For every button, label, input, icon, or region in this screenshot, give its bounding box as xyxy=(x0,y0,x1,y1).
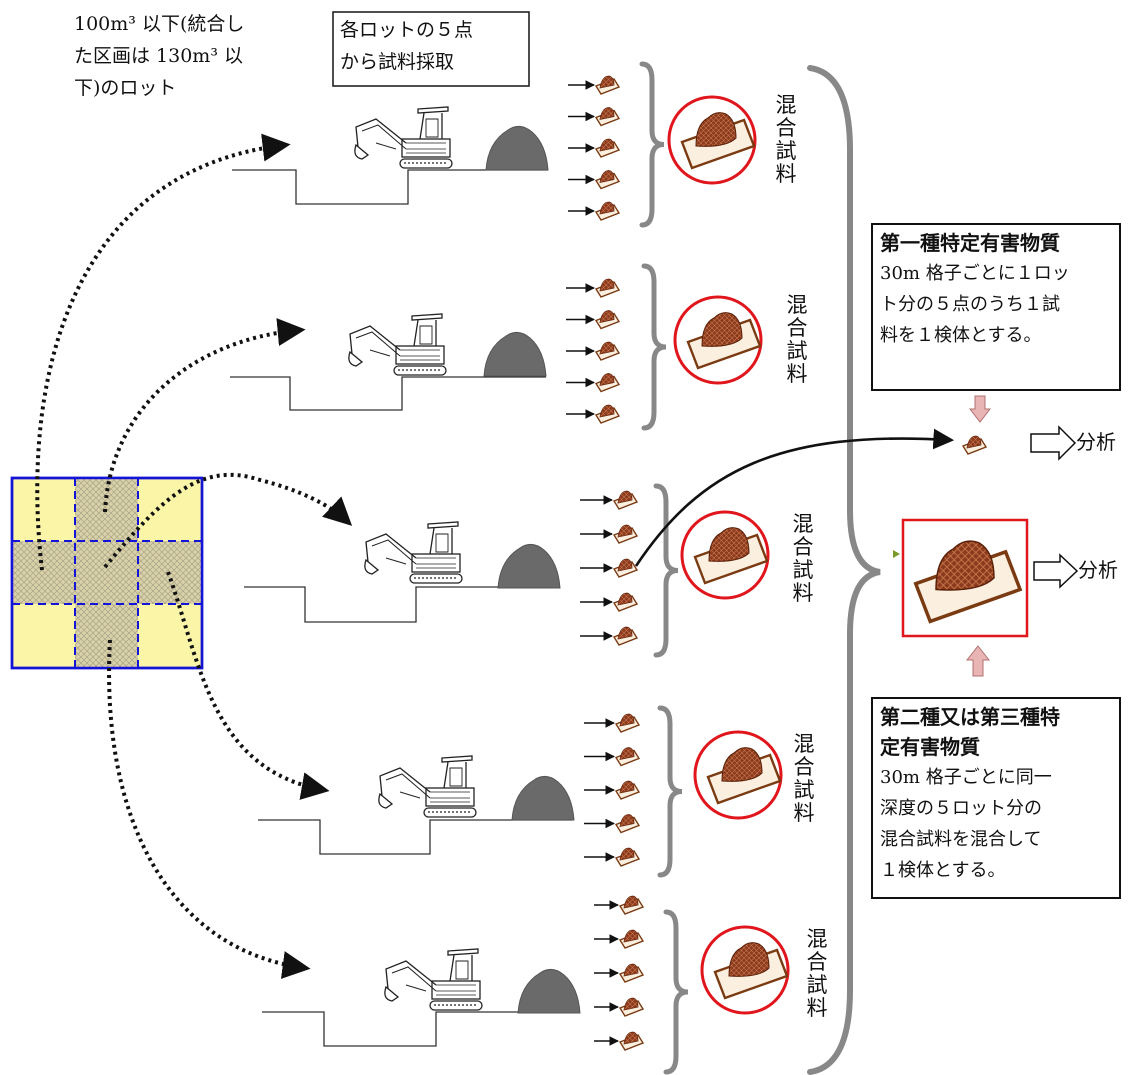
excavator-icon xyxy=(384,948,483,1011)
sample-groups xyxy=(566,61,689,1075)
lot-size-note: 100m³ 以下(統合し た区画は 130m³ 以 下)のロット xyxy=(74,13,245,99)
excavation-profile xyxy=(258,819,572,855)
soil-sample-icon xyxy=(619,895,644,915)
lot-3 xyxy=(244,521,561,623)
soil-sample-icon xyxy=(595,278,620,298)
soil-sample-icon xyxy=(613,592,638,612)
excavation-profile xyxy=(232,169,548,205)
soil-sample-icon xyxy=(595,169,620,190)
soil-sample-icon xyxy=(615,847,640,867)
soil-sample-icon xyxy=(615,713,640,733)
grid-30m xyxy=(10,476,204,670)
soil-sample-icon xyxy=(615,780,640,800)
hollow-arrow-icon xyxy=(1030,425,1077,461)
hollow-arrow-icon xyxy=(1033,553,1079,589)
single-sample-arrow xyxy=(634,428,955,567)
soil-sample-icon xyxy=(619,963,644,983)
soil-sample-icon xyxy=(613,490,638,510)
sampling-note: 各ロットの５点 から試料採取 xyxy=(340,19,474,73)
soil-sample-icon xyxy=(613,626,638,646)
soil-sample-icon xyxy=(619,1031,644,1051)
mixed-sample-label: 混合試料 xyxy=(792,513,814,605)
sampling-note-box xyxy=(332,11,530,87)
combine-brace xyxy=(807,65,881,1075)
lot-arrows xyxy=(35,133,353,979)
first-class-body: 30m 格子ごとに１ロッ ト分の５点のうち１試 料を１検体とする。 xyxy=(880,263,1070,346)
mixed-sample-label: 混合試料 xyxy=(806,928,828,1020)
sample-brace xyxy=(657,705,683,878)
soil-sample-icon xyxy=(615,813,640,834)
first-class-box xyxy=(871,223,1121,391)
soil-sample-icon xyxy=(962,435,987,455)
soil-sample-icon xyxy=(595,201,620,221)
second-class-body: 30m 格子ごとに同一 深度の５ロット分の 混合試料を混合して １検体とする。 xyxy=(880,767,1052,881)
sample-brace xyxy=(653,483,679,658)
lot-4 xyxy=(258,755,575,855)
soil-pile-icon xyxy=(497,543,561,589)
sample-brace xyxy=(641,263,667,431)
soil-sample-icon xyxy=(619,997,644,1017)
soil-sample-icon xyxy=(595,372,620,393)
soil-sample-icon xyxy=(595,106,620,127)
soil-sample-icon xyxy=(595,75,620,95)
excavation-profile xyxy=(262,1011,580,1047)
excavation-profile xyxy=(244,586,558,623)
mixed-sample-label: 混合試料 xyxy=(793,733,815,825)
excavation-profile xyxy=(230,376,546,411)
lot-2 xyxy=(230,313,547,411)
soil-sample-icon xyxy=(595,138,620,158)
excavator-icon xyxy=(348,313,447,376)
first-class-title: 第一種特定有害物質 xyxy=(880,231,1060,255)
up-arrow-icon xyxy=(965,645,991,677)
second-class-title: 第二種又は第三種特 定有害物質 xyxy=(880,705,1060,759)
excavator-icon xyxy=(378,755,477,818)
soil-sample-icon xyxy=(613,524,638,544)
soil-pile-icon xyxy=(485,125,549,171)
soil-sample-icon xyxy=(613,558,638,578)
sample-brace xyxy=(663,909,689,1075)
soil-pile-icon xyxy=(483,331,547,377)
excavator-icon xyxy=(364,521,463,584)
analysis-label-2: 分析 xyxy=(1078,558,1118,582)
lot-5 xyxy=(262,948,581,1047)
sample-brace xyxy=(639,61,665,228)
soil-sample-icon xyxy=(619,929,644,949)
soil-pile-icon xyxy=(511,775,575,821)
soil-pile-icon xyxy=(517,968,581,1014)
down-arrow-icon xyxy=(968,395,992,423)
soil-sample-icon xyxy=(595,404,620,424)
soil-sample-icon xyxy=(595,309,620,330)
soil-sample-icon xyxy=(615,746,640,767)
analysis-label-1: 分析 xyxy=(1076,430,1116,454)
second-class-box xyxy=(871,697,1121,899)
lot-1 xyxy=(232,106,549,205)
excavator-icon xyxy=(354,106,453,169)
soil-sample-icon xyxy=(595,341,620,361)
mixed-sample-label: 混合試料 xyxy=(775,94,797,186)
mixed-sample-label: 混合試料 xyxy=(786,294,808,386)
